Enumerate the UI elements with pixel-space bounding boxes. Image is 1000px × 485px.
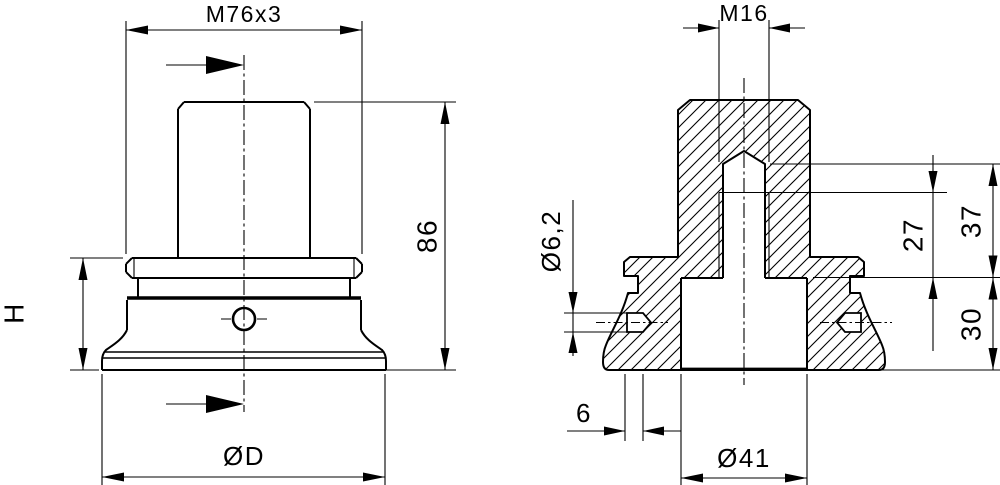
section-cut-arrow-top-icon <box>166 56 244 74</box>
bore-cavity <box>680 277 808 371</box>
dim-bore-depth: 30 <box>956 277 998 370</box>
section-view <box>596 78 892 385</box>
dim-thread-depth-label: 27 <box>898 218 929 252</box>
front-groove-band <box>137 278 351 297</box>
dim-side-hole-offset-label: 6 <box>576 398 592 428</box>
tapped-hole <box>718 150 770 278</box>
section-hatched-material <box>603 100 885 371</box>
dim-flange-thread: M76x3 <box>125 1 363 254</box>
section-outline <box>602 99 886 371</box>
dim-thread-depth: 27 <box>898 155 938 351</box>
dim-bore-depth-label: 30 <box>956 307 987 341</box>
side-hole-right <box>820 312 892 333</box>
front-view <box>101 55 387 413</box>
dim-top-thread: M16 <box>683 0 805 162</box>
dim-hole-depth-label: 37 <box>956 204 987 238</box>
dim-cup-height: H <box>0 257 123 371</box>
dim-depth-extension-lines <box>770 163 1000 371</box>
side-hole-left <box>596 312 668 333</box>
dim-side-hole-diameter: Ø6,2 <box>536 200 641 356</box>
dim-side-hole-diameter-label: Ø6,2 <box>536 210 566 272</box>
dim-cup-diameter-label: ØD <box>223 441 265 471</box>
dim-cup-height-label: H <box>0 302 30 324</box>
dim-top-thread-label: M16 <box>719 0 768 26</box>
dim-hole-depth: 37 <box>956 164 998 278</box>
dim-side-hole-offset: 6 <box>567 374 681 441</box>
dim-overall-height: 86 <box>314 101 456 371</box>
section-cut-arrow-bottom-icon <box>166 395 244 413</box>
dim-bore-diameter-label: Ø41 <box>717 443 771 473</box>
front-cylinder-outline <box>177 101 311 257</box>
dim-flange-thread-label: M76x3 <box>206 1 283 27</box>
dim-cup-diameter: ØD <box>101 374 386 485</box>
dim-overall-height-label: 86 <box>412 219 443 253</box>
dim-bore-diameter: Ø41 <box>680 374 808 485</box>
